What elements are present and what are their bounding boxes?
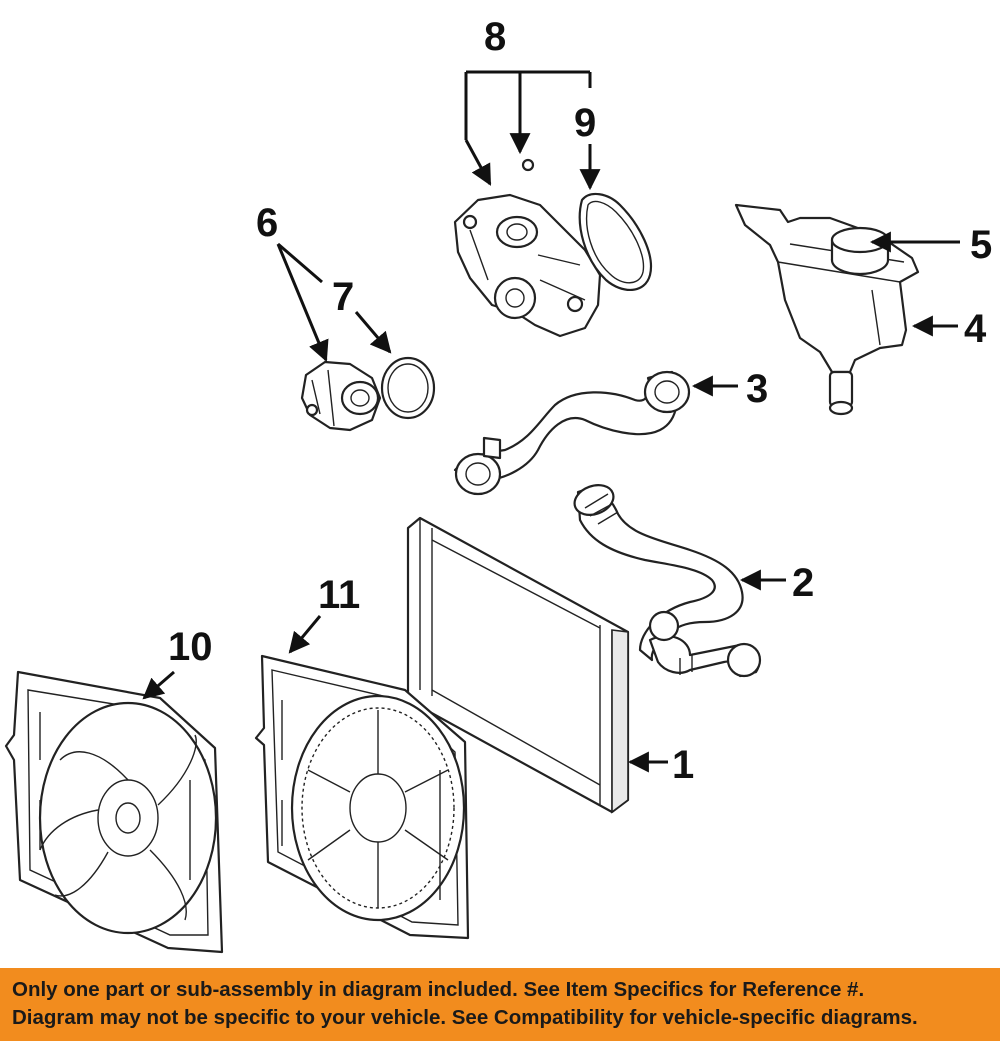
callout-labels: 1 2 3 4 5 6 7 8 9 10 11 — [168, 15, 992, 787]
thermostat-o-ring — [380, 356, 436, 420]
fan-assembly — [4, 670, 224, 954]
lower-radiator-hose — [573, 484, 762, 678]
callout-8: 8 — [484, 15, 506, 59]
callout-10: 10 — [168, 625, 213, 669]
upper-radiator-hose — [453, 370, 691, 496]
water-pump-gasket — [578, 192, 653, 291]
radiator — [406, 516, 630, 814]
water-pump — [453, 158, 602, 338]
callout-3: 3 — [746, 367, 768, 411]
fan-shroud — [254, 654, 470, 940]
callout-1: 1 — [672, 743, 694, 787]
leader-lines — [142, 70, 960, 773]
disclaimer-banner: Only one part or sub-assembly in diagram… — [0, 968, 1000, 1041]
disclaimer-line-1: Only one part or sub-assembly in diagram… — [12, 978, 865, 1001]
callout-9: 9 — [574, 101, 596, 145]
callout-5: 5 — [970, 223, 992, 267]
callout-11: 11 — [318, 573, 360, 617]
callout-2: 2 — [792, 561, 814, 605]
parts-diagram: 1 2 3 4 5 6 7 8 9 10 11 — [4, 15, 992, 954]
thermostat — [300, 360, 382, 432]
callout-4: 4 — [964, 307, 987, 351]
disclaimer-line-2: Diagram may not be specific to your vehi… — [12, 1006, 918, 1029]
callout-6: 6 — [256, 201, 278, 245]
callout-7: 7 — [332, 275, 354, 319]
